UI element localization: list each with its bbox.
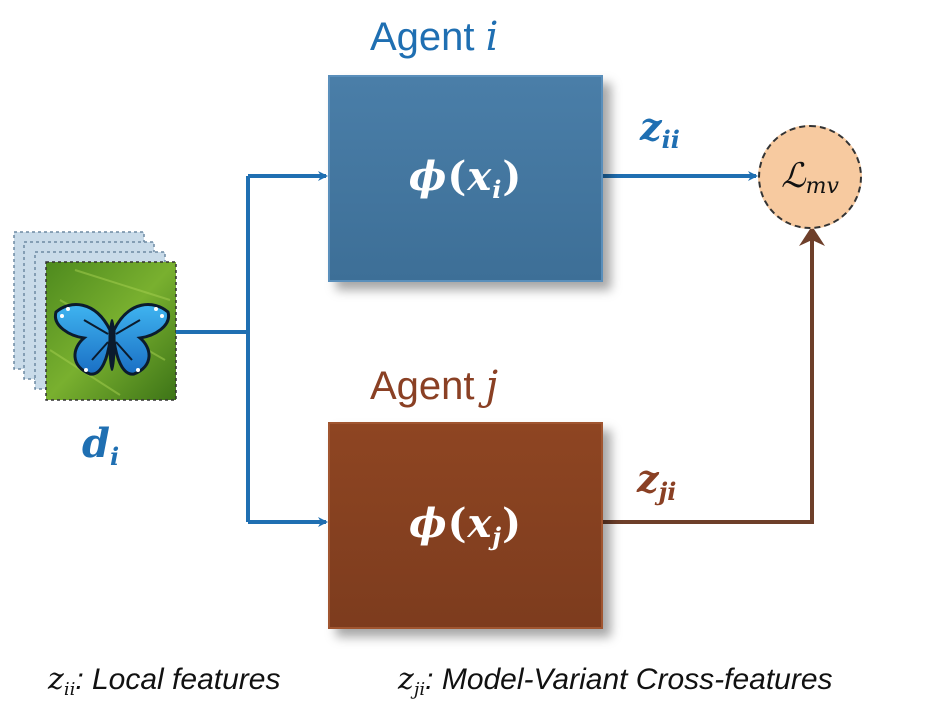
loss-label: ℒmv [781,156,839,199]
z-ji-symbol: z [637,456,659,501]
agent-i-function: ϕ(xi) [408,153,523,204]
agent-i-input-sub: i [492,175,503,204]
legend-local-z: z [48,662,64,697]
agent-j-input-sub: j [492,522,503,551]
legend-local-features: zii: Local features [48,662,280,700]
input-connectors [176,171,328,527]
legend-cross-z: z [398,662,414,697]
agent-j-index: j [485,363,499,409]
z-ji-sub: ji [658,477,677,506]
agent-i-input: x [467,153,493,200]
legend-local-sub: ii [63,679,76,700]
legend-cross-sub: ji [413,679,426,700]
legend-cross-symbol: zji [398,662,426,700]
agent-j-input: x [467,500,493,547]
legend-cross-desc: : Model-Variant Cross-features [425,663,833,696]
agent-j-title-text: Agent [370,364,475,408]
butterfly-icon [45,261,177,401]
agent-j-function: ϕ(xj) [408,500,523,551]
loss-node: ℒmv [758,125,862,229]
data-input-sub: i [109,442,120,471]
z-ii-symbol: z [640,104,662,149]
agent-i-phi: ϕ [408,153,448,200]
z-ji-label: zji [637,456,676,506]
z-ii-sub: ii [661,125,680,154]
legend-cross-features: zji: Model-Variant Cross-features [398,662,833,700]
loss-symbol: ℒ [781,155,806,196]
agent-i-title-text: Agent [370,15,475,59]
agent-j-phi: ϕ [408,500,448,547]
agent-i-title: Agent i [370,14,498,60]
agent-i-box: ϕ(xi) [328,75,603,282]
legend-local-symbol: zii [48,662,76,700]
agent-j-box: ϕ(xj) [328,422,603,629]
agent-i-index: i [485,14,499,60]
loss-sub: mv [805,173,839,199]
data-input-symbol: d [82,420,110,467]
legend-local-desc: : Local features [75,663,281,696]
agent-j-title: Agent j [370,363,498,409]
z-ii-label: zii [640,104,680,154]
arrow-z-ji [601,226,825,524]
data-input-label: di [82,420,119,471]
